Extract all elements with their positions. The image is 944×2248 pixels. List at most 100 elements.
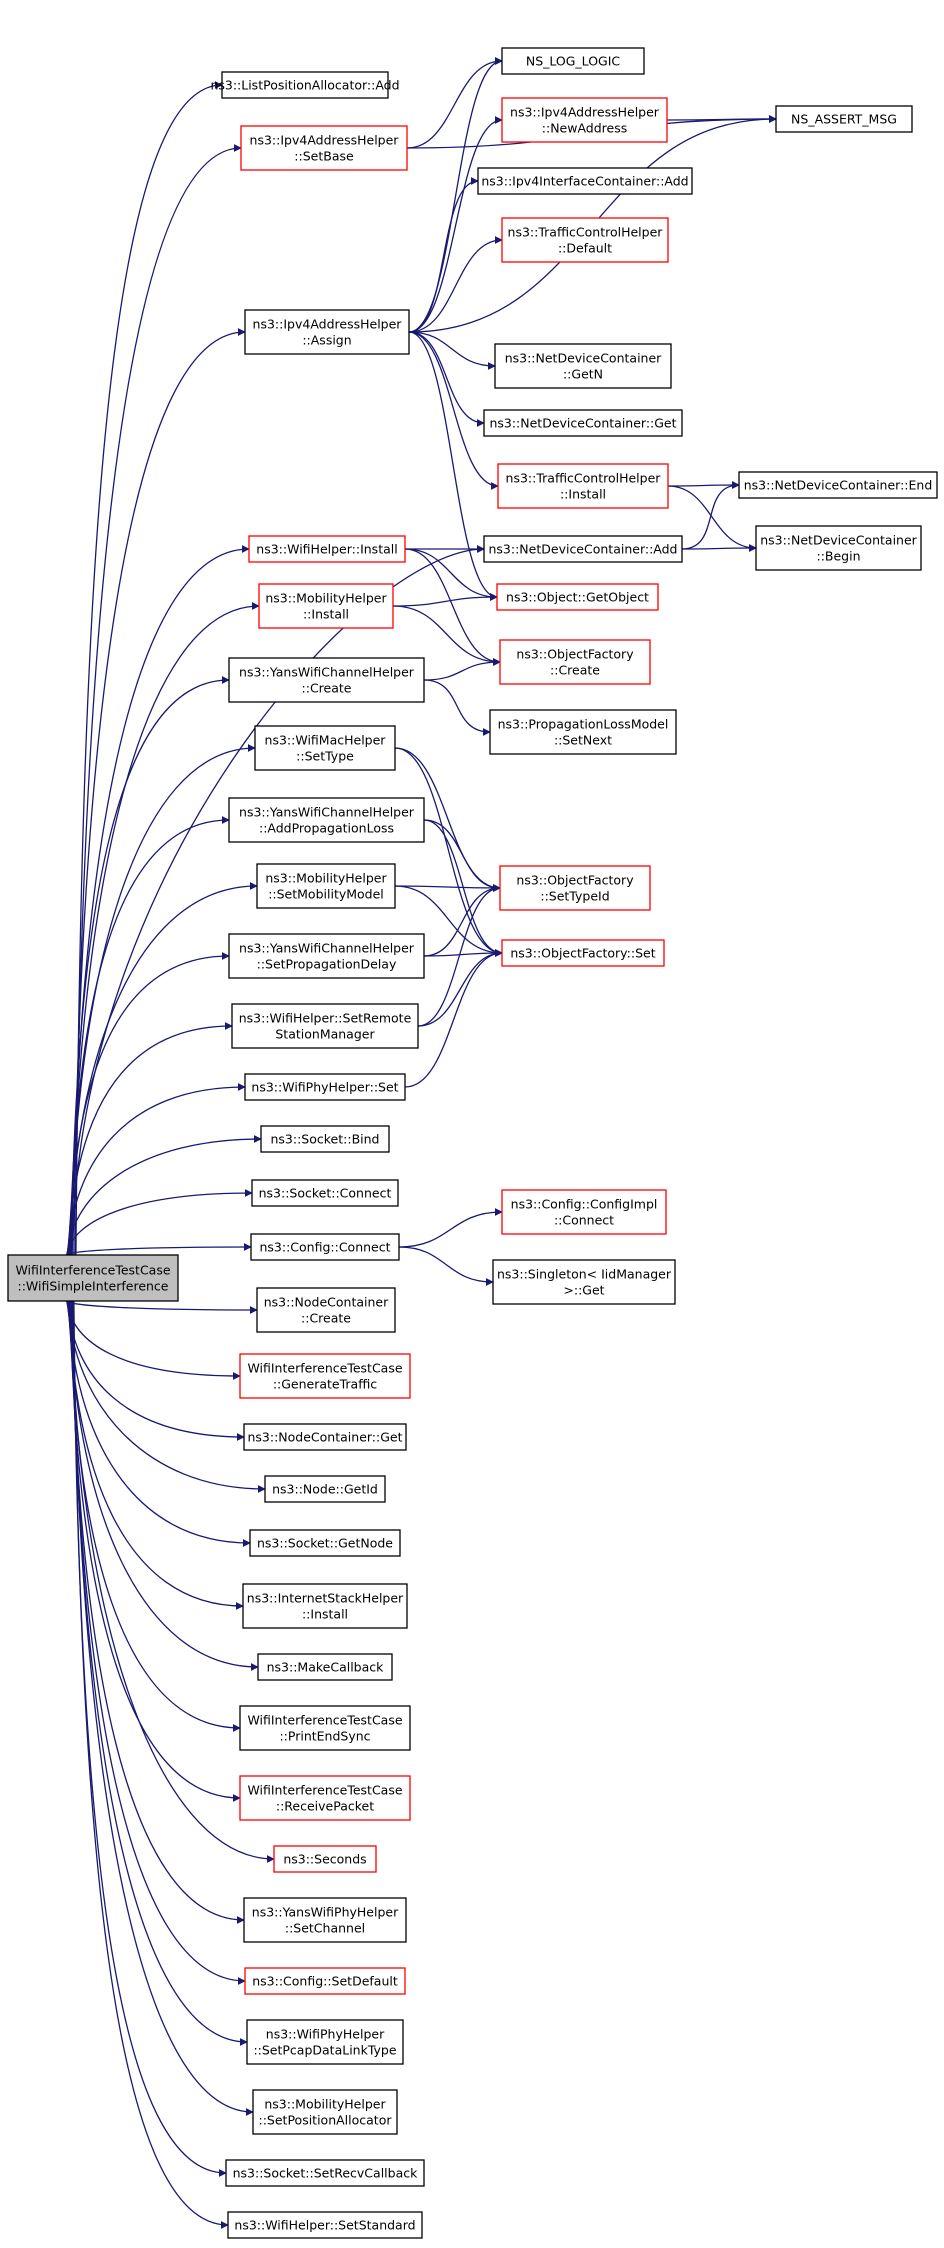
node-singleton-get[interactable]: ns3::Singleton< IidManager>::Get: [492, 1259, 676, 1305]
node-label: ns3::Socket::GetNode: [257, 1536, 393, 1551]
node-label: ::Install: [302, 1607, 348, 1622]
edge-wifih_setremote-to-objf_set: [417, 949, 503, 1027]
node-makecallback[interactable]: ns3::MakeCallback: [257, 1653, 393, 1681]
node-label: ns3::WifiPhyHelper: [266, 2027, 385, 2042]
node-box: [248, 535, 406, 563]
edge-wmh_settype-to-objf_set: [394, 747, 503, 957]
node-nc-get[interactable]: ns3::NodeContainer::Get: [243, 1423, 407, 1451]
edge-ipv4ah_assign-to-tch_install: [408, 331, 499, 490]
node-objf-set[interactable]: ns3::ObjectFactory::Set: [501, 939, 665, 967]
node-box: [244, 1967, 406, 1995]
node-box: [239, 1705, 411, 1751]
node-box: [499, 865, 651, 911]
node-ns-assert-msg[interactable]: NS_ASSERT_MSG: [775, 105, 913, 133]
edge-cfg_connect-to-cfg_configimpl_connect: [398, 1208, 503, 1248]
edge-root-to-cfg_connect: [65, 1243, 252, 1256]
node-label: ::GetN: [563, 367, 603, 382]
node-ish-install[interactable]: ns3::InternetStackHelper::Install: [242, 1583, 408, 1629]
edge-ipv4ah_newaddress-to-ns_assert_msg: [666, 115, 777, 124]
node-label: ns3::MobilityHelper: [265, 871, 387, 886]
node-wifih-setstandard[interactable]: ns3::WifiHelper::SetStandard: [227, 2211, 423, 2239]
node-sock-bind[interactable]: ns3::Socket::Bind: [260, 1125, 390, 1153]
edge-root-to-makecallback: [68, 1300, 259, 1671]
node-label: ns3::Singleton< IidManager: [497, 1267, 672, 1282]
edge-tch_install-to-ndc_end: [667, 481, 740, 490]
node-box: [494, 343, 672, 389]
edge-ipv4ah_assign-to-obj_getobject: [408, 331, 498, 601]
node-sock-getnode[interactable]: ns3::Socket::GetNode: [249, 1529, 401, 1557]
node-label: NS_LOG_LOGIC: [526, 54, 621, 69]
node-tch-default[interactable]: ns3::TrafficControlHelper::Default: [501, 217, 669, 263]
node-wph-setpcap[interactable]: ns3::WifiPhyHelper::SetPcapDataLinkType: [246, 2019, 404, 2065]
edge-cfg_connect-to-singleton_get: [398, 1246, 494, 1286]
node-box: [483, 535, 683, 563]
node-box: [246, 2019, 404, 2065]
node-witc-gentraffic[interactable]: WifiInterferenceTestCase::GenerateTraffi…: [239, 1353, 411, 1399]
node-cfg-connect[interactable]: ns3::Config::Connect: [250, 1233, 400, 1261]
node-list-pos-add[interactable]: ns3::ListPositionAllocator::Add: [210, 71, 400, 99]
call-edges: [65, 57, 777, 2229]
node-ndc-get[interactable]: ns3::NetDeviceContainer::Get: [483, 409, 683, 437]
node-box: [483, 409, 683, 437]
node-wifih-install[interactable]: ns3::WifiHelper::Install: [248, 535, 406, 563]
node-root[interactable]: WifiInterferenceTestCase::WifiSimpleInte…: [7, 1254, 179, 1302]
node-objf-create[interactable]: ns3::ObjectFactory::Create: [499, 639, 651, 685]
edge-root-to-sock_bind: [66, 1135, 262, 1256]
node-ndc-add[interactable]: ns3::NetDeviceContainer::Add: [483, 535, 683, 563]
node-box: [251, 1179, 399, 1207]
node-ywch-setpropdelay[interactable]: ns3::YansWifiChannelHelper::SetPropagati…: [228, 933, 425, 979]
edge-root-to-node_getid: [67, 1300, 266, 1493]
node-ndc-end[interactable]: ns3::NetDeviceContainer::End: [738, 471, 938, 499]
node-box: [496, 583, 659, 611]
edge-root-to-mobh_install: [70, 602, 260, 1256]
node-cfg-configimpl-connect[interactable]: ns3::Config::ConfigImpl::Connect: [501, 1189, 667, 1235]
node-witc-printendsync[interactable]: WifiInterferenceTestCase::PrintEndSync: [239, 1705, 411, 1751]
node-objf-settypeid[interactable]: ns3::ObjectFactory::SetTypeId: [499, 865, 651, 911]
node-ywph-setchannel[interactable]: ns3::YansWifiPhyHelper::SetChannel: [243, 1897, 407, 1943]
node-cfg-setdefault[interactable]: ns3::Config::SetDefault: [244, 1967, 406, 1995]
node-mobh-setposalloc[interactable]: ns3::MobilityHelper::SetPositionAllocato…: [252, 2089, 398, 2135]
edge-root-to-ywch_setpropdelay: [68, 952, 230, 1256]
node-ndc-getn[interactable]: ns3::NetDeviceContainer::GetN: [494, 343, 672, 389]
node-label: ns3::YansWifiChannelHelper: [239, 805, 415, 820]
node-label: ns3::MakeCallback: [267, 1660, 385, 1675]
edge-wifih_install-to-objf_create: [404, 548, 501, 666]
node-ipv4ic-add[interactable]: ns3::Ipv4InterfaceContainer::Add: [477, 167, 693, 195]
node-plm-setnext[interactable]: ns3::PropagationLossModel::SetNext: [489, 709, 677, 755]
edge-ndc_add-to-ndc_begin: [681, 544, 757, 553]
edge-root-to-witc_gentraffic: [66, 1300, 241, 1380]
node-sock-setrecvcb[interactable]: ns3::Socket::SetRecvCallback: [225, 2159, 425, 2187]
node-label: ns3::WifiHelper::SetStandard: [234, 2218, 415, 2233]
node-wmh-settype[interactable]: ns3::WifiMacHelper::SetType: [254, 725, 396, 771]
node-witc-receivepacket[interactable]: WifiInterferenceTestCase::ReceivePacket: [239, 1775, 411, 1821]
node-label: ns3::Ipv4AddressHelper: [510, 105, 660, 120]
node-label: ::Connect: [554, 1213, 614, 1228]
node-sock-connect[interactable]: ns3::Socket::Connect: [251, 1179, 399, 1207]
node-label: ns3::TrafficControlHelper: [508, 225, 664, 240]
node-ipv4ah-assign[interactable]: ns3::Ipv4AddressHelper::Assign: [244, 309, 410, 355]
node-box: [260, 1125, 390, 1153]
edge-root-to-wph_set: [66, 1083, 246, 1256]
node-ipv4ah-setbase[interactable]: ns3::Ipv4AddressHelper::SetBase: [240, 125, 408, 171]
node-label: ::Begin: [816, 549, 860, 564]
node-label: ::SetChannel: [285, 1921, 365, 1936]
node-seconds[interactable]: ns3::Seconds: [273, 1845, 377, 1873]
node-label: ns3::MobilityHelper: [264, 2097, 386, 2112]
node-box: [775, 105, 913, 133]
node-mobh-install[interactable]: ns3::MobilityHelper::Install: [258, 583, 394, 629]
node-mobh-setmobmodel[interactable]: ns3::MobilityHelper::SetMobilityModel: [256, 863, 396, 909]
node-wph-set[interactable]: ns3::WifiPhyHelper::Set: [244, 1073, 406, 1101]
node-nc-create[interactable]: ns3::NodeContainer::Create: [256, 1287, 396, 1333]
node-obj-getobject[interactable]: ns3::Object::GetObject: [496, 583, 659, 611]
node-ns-log-logic[interactable]: NS_LOG_LOGIC: [501, 47, 645, 75]
node-label: ::Default: [558, 241, 612, 256]
node-node-getid[interactable]: ns3::Node::GetId: [264, 1475, 386, 1503]
node-ndc-begin[interactable]: ns3::NetDeviceContainer::Begin: [755, 525, 922, 571]
node-label: ::SetPositionAllocator: [259, 2113, 393, 2128]
node-ywch-addproploss[interactable]: ns3::YansWifiChannelHelper::AddPropagati…: [228, 797, 425, 843]
edge-root-to-wmh_settype: [69, 744, 256, 1256]
node-tch-install[interactable]: ns3::TrafficControlHelper::Install: [497, 463, 669, 509]
node-ywch-create[interactable]: ns3::YansWifiChannelHelper::Create: [228, 657, 425, 703]
node-ipv4ah-newaddress[interactable]: ns3::Ipv4AddressHelper::NewAddress: [501, 97, 668, 143]
